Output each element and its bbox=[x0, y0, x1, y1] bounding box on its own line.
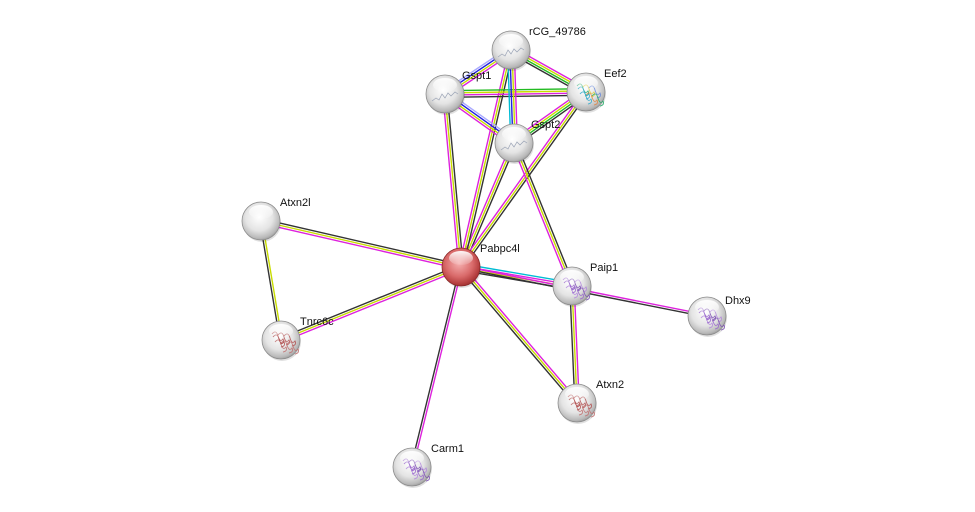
edge-Pabpc4l-Gspt1[interactable] bbox=[442, 93, 464, 268]
edge-strand-coexpression bbox=[261, 218, 462, 266]
node-label: rCG_49786 bbox=[529, 26, 586, 38]
edge-Pabpc4l-Atxn2[interactable] bbox=[458, 265, 580, 405]
node-label: Atxn2l bbox=[280, 197, 311, 209]
edge-Paip1-Atxn2[interactable] bbox=[569, 285, 580, 404]
edge-strand-coexpression bbox=[462, 50, 514, 268]
node-label: Tnrc6c bbox=[300, 316, 334, 328]
node-highlight bbox=[449, 251, 473, 265]
edge-strand-textmining bbox=[571, 285, 578, 404]
edge-strand-textmining bbox=[460, 91, 587, 268]
node-Gspt2[interactable]: Gspt2 bbox=[494, 119, 560, 164]
edge-strand-coexpression bbox=[515, 141, 575, 286]
edge-Pabpc4l-Tnrc6c[interactable] bbox=[279, 264, 463, 343]
edge-strand-experiments bbox=[462, 265, 580, 403]
node-highlight bbox=[400, 451, 424, 465]
node-highlight bbox=[499, 34, 523, 48]
edge-strand-experiments bbox=[458, 49, 510, 267]
node-highlight bbox=[249, 205, 273, 219]
node-Eef2[interactable]: Eef2 bbox=[566, 68, 627, 113]
node-Gspt1[interactable]: Gspt1 bbox=[425, 70, 491, 115]
edge-strand-coexpression bbox=[462, 92, 589, 269]
node-Dhx9[interactable]: Dhx9 bbox=[687, 295, 751, 337]
node-rCG_49786[interactable]: rCG_49786 bbox=[491, 26, 586, 71]
node-Carm1[interactable]: Carm1 bbox=[392, 443, 464, 488]
node-label: Pabpc4l bbox=[480, 243, 520, 255]
edge-strand-textmining bbox=[444, 93, 462, 268]
node-highlight bbox=[433, 78, 457, 92]
edge-strand-textmining bbox=[460, 266, 578, 404]
edge-strand-experiments bbox=[573, 285, 580, 403]
edge-strand-textmining bbox=[280, 266, 462, 341]
node-label: Carm1 bbox=[431, 443, 464, 455]
node-label: Gspt2 bbox=[531, 119, 560, 131]
node-Tnrc6c[interactable]: Tnrc6c bbox=[261, 316, 334, 361]
node-label: Dhx9 bbox=[725, 295, 751, 307]
edge-strand-textmining bbox=[460, 142, 515, 268]
node-label: Gspt1 bbox=[462, 70, 491, 82]
edge-strand-coexpression bbox=[279, 264, 461, 339]
edge-strand-coexpression bbox=[458, 267, 576, 405]
edge-strand-textmining bbox=[460, 49, 512, 268]
edge-strand-experiments bbox=[442, 94, 460, 268]
edge-strand-experiments bbox=[412, 267, 463, 468]
node-Paip1[interactable]: Paip1 bbox=[552, 262, 618, 307]
edge-strand-experiments bbox=[458, 90, 585, 267]
edge-Atxn2l-Tnrc6c[interactable] bbox=[259, 220, 283, 341]
node-label: Eef2 bbox=[604, 68, 627, 80]
edge-Paip1-Gspt2[interactable] bbox=[511, 141, 575, 288]
node-highlight bbox=[560, 270, 584, 284]
structure-trace-icon bbox=[431, 91, 459, 102]
edge-strand-coexpression bbox=[446, 93, 464, 267]
edge-strand-coexpression bbox=[569, 286, 576, 404]
node-highlight bbox=[269, 324, 293, 338]
edge-Pabpc4l-Carm1[interactable] bbox=[410, 266, 463, 468]
node-label: Atxn2 bbox=[596, 379, 624, 391]
edge-strand-experiments bbox=[260, 222, 461, 270]
edge-strand-coexpression bbox=[259, 221, 281, 341]
node-label: Paip1 bbox=[590, 262, 618, 274]
node-Atxn2l[interactable]: Atxn2l bbox=[241, 197, 311, 242]
edges-layer bbox=[259, 46, 708, 468]
edge-strand-textmining bbox=[513, 142, 573, 287]
structure-trace-icon bbox=[497, 47, 525, 58]
node-highlight bbox=[574, 76, 598, 90]
edge-Pabpc4l-Eef2[interactable] bbox=[458, 90, 589, 269]
node-Atxn2[interactable]: Atxn2 bbox=[557, 379, 624, 424]
edge-strand-textmining bbox=[260, 220, 462, 268]
edge-strand-experiments bbox=[281, 268, 463, 343]
edge-strand-coexpression bbox=[410, 266, 461, 467]
edge-strand-experiments bbox=[511, 143, 571, 288]
node-Pabpc4l[interactable]: Pabpc4l bbox=[441, 243, 520, 288]
node-highlight bbox=[695, 300, 719, 314]
edge-strand-textmining bbox=[261, 220, 283, 340]
node-highlight bbox=[502, 127, 526, 141]
edge-Pabpc4l-Atxn2l[interactable] bbox=[260, 218, 462, 270]
structure-trace-icon bbox=[500, 140, 528, 151]
edge-Pabpc4l-rCG_49786[interactable] bbox=[458, 49, 514, 268]
node-highlight bbox=[565, 387, 589, 401]
